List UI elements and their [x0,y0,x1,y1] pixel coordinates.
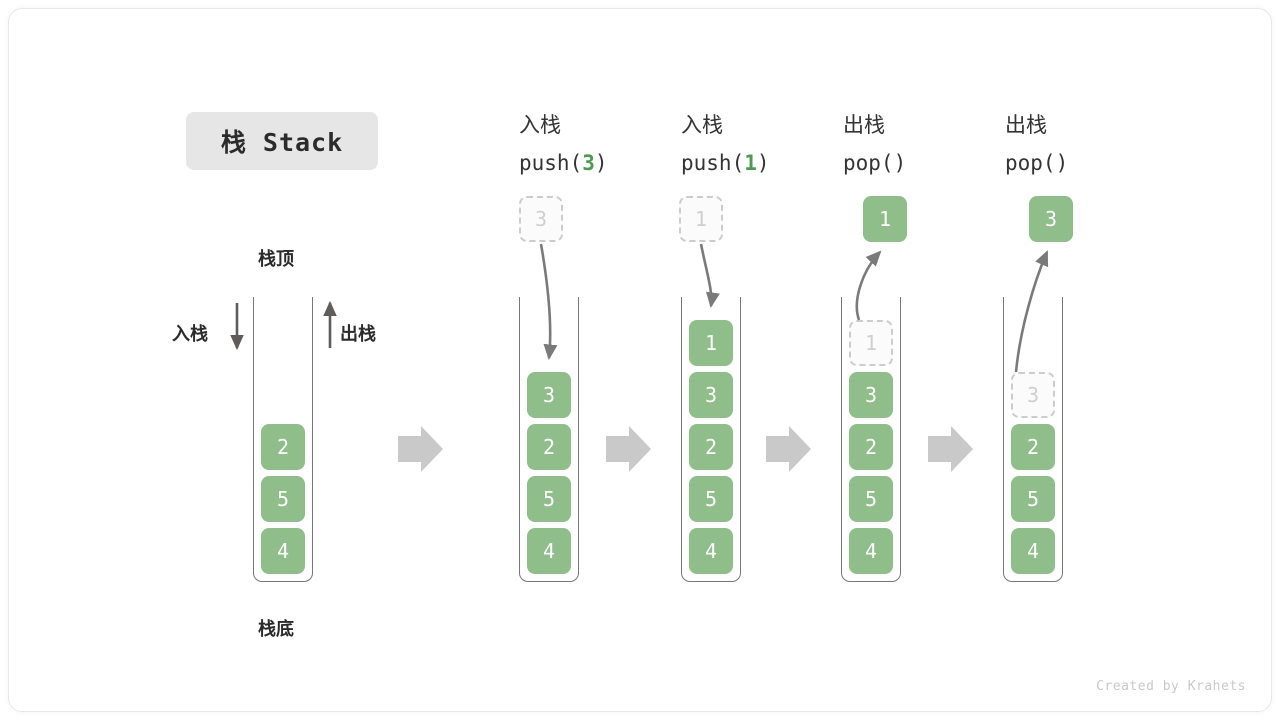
stack-cell: 2 [527,424,571,470]
stack-cell: 2 [261,424,305,470]
stack-container-push-3 [519,297,579,582]
column-heading-push-1: 入栈 push(1) [681,106,770,182]
stack-container-pop-1 [841,297,901,582]
stack-cell: 4 [261,528,305,574]
stack-cell: 4 [527,528,571,574]
incoming-ghost-cell: 1 [679,196,723,242]
popped-value-cell: 3 [1029,196,1073,242]
pop-side-label: 出栈 [340,324,376,345]
stack-cell: 5 [849,476,893,522]
stack-cell: 3 [527,372,571,418]
pop-call-suffix: ) [893,151,907,175]
stack-cell: 5 [689,476,733,522]
removed-ghost-cell: 1 [849,320,893,366]
column-heading-pop-3: 出栈 pop() [1005,106,1068,182]
pop-call-prefix: pop( [843,151,894,175]
credit-text: Created by Krahets [1096,679,1246,694]
stack-top-label: 栈顶 [258,249,294,270]
push-argument-3: 3 [582,151,595,175]
page-title: 栈 Stack [186,112,378,170]
stack-cell: 4 [1011,528,1055,574]
push-call-suffix: ) [594,151,608,175]
pop-call-suffix: ) [1055,151,1069,175]
stack-cell: 5 [1011,476,1055,522]
push-call-suffix: ) [756,151,770,175]
stack-container-pop-3 [1003,297,1063,582]
stack-cell: 1 [689,320,733,366]
push-side-label: 入栈 [172,324,208,345]
column-heading-line2-pop-1: pop() [843,144,906,182]
push-call-prefix: push( [519,151,583,175]
column-heading-line2-pop-3: pop() [1005,144,1068,182]
stack-bottom-label: 栈底 [258,619,294,640]
column-heading-line1-pop-1: 出栈 [843,113,885,137]
popped-value-cell: 1 [863,196,907,242]
column-heading-line1-push-3: 入栈 [519,113,561,137]
push-argument-1: 1 [744,151,757,175]
column-heading-line1-pop-3: 出栈 [1005,113,1047,137]
stack-cell: 3 [849,372,893,418]
stack-cell: 2 [849,424,893,470]
stack-cell: 2 [1011,424,1055,470]
stack-container-initial [253,297,313,582]
stack-cell: 4 [689,528,733,574]
stack-cell: 5 [527,476,571,522]
removed-ghost-cell: 3 [1011,372,1055,418]
stack-container-push-1 [681,297,741,582]
column-heading-pop-1: 出栈 pop() [843,106,906,182]
stack-cell: 2 [689,424,733,470]
column-heading-line2-push-1: push(1) [681,144,770,182]
column-heading-push-3: 入栈 push(3) [519,106,608,182]
incoming-ghost-cell: 3 [519,196,563,242]
column-heading-line2-push-3: push(3) [519,144,608,182]
pop-call-prefix: pop( [1005,151,1056,175]
stack-cell: 4 [849,528,893,574]
push-call-prefix: push( [681,151,745,175]
stack-cell: 3 [689,372,733,418]
stack-cell: 5 [261,476,305,522]
column-heading-line1-push-1: 入栈 [681,113,723,137]
